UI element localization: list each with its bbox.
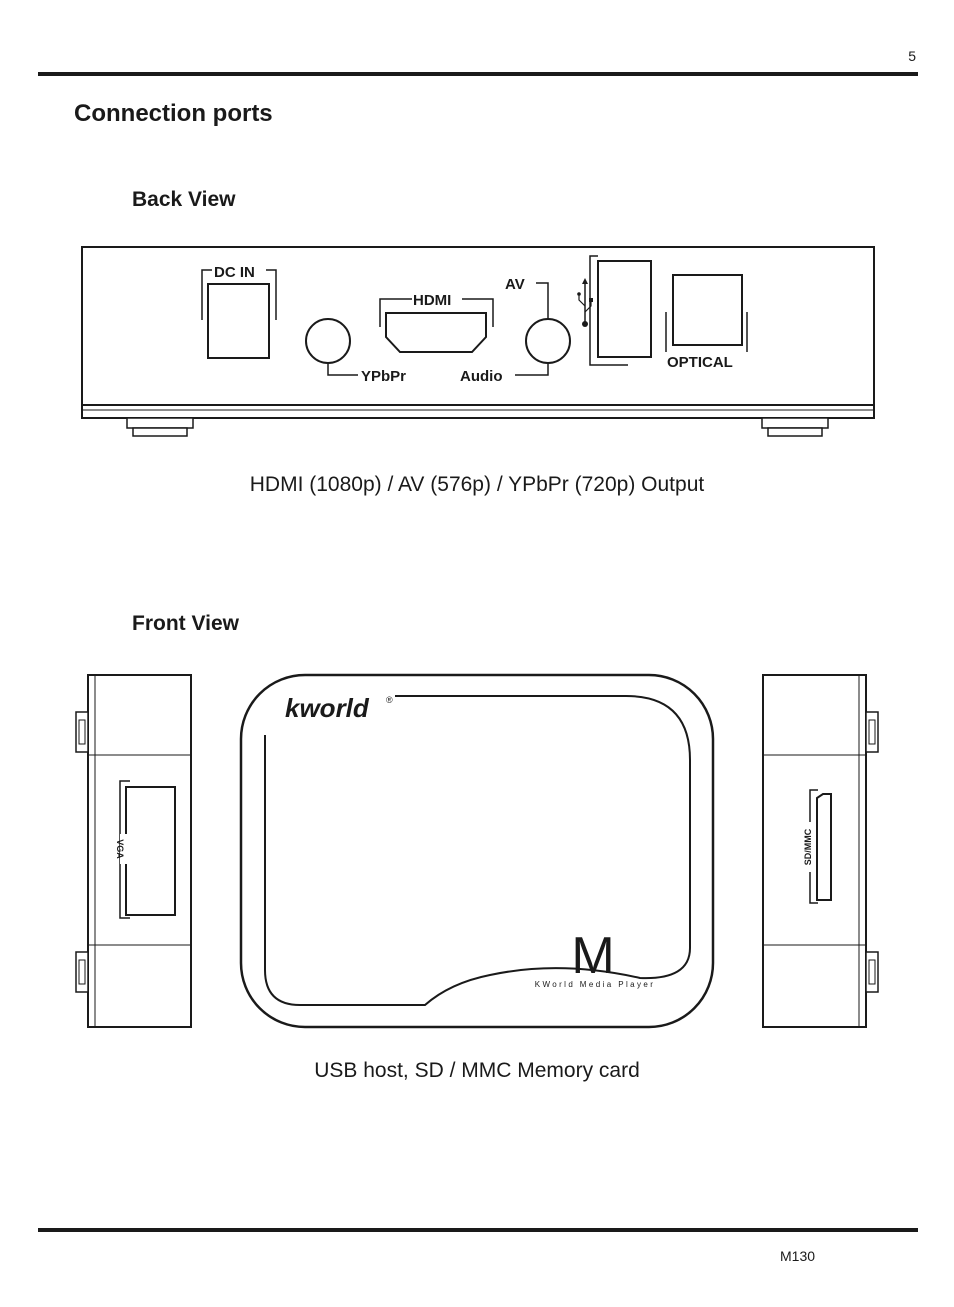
device-front-face: kworld ® M KWorld Media Player <box>239 673 715 1029</box>
front-view-caption: USB host, SD / MMC Memory card <box>314 1059 640 1082</box>
ypbpr-label: YPbPr <box>361 368 406 385</box>
registered-mark: ® <box>386 695 393 705</box>
ypbpr-port <box>305 318 351 364</box>
sd-mmc-slot <box>816 793 832 901</box>
dc-in-port <box>207 283 270 359</box>
usb-port <box>597 260 652 358</box>
back-view-caption: HDMI (1080p) / AV (576p) / YPbPr (720p) … <box>249 473 705 496</box>
model-number: M130 <box>780 1248 816 1264</box>
left-side-panel: VGA <box>75 674 192 1028</box>
vga-label: VGA <box>115 839 125 859</box>
back-view-heading: Back View <box>132 188 236 211</box>
right-side-panel: SD/MMC <box>762 674 879 1028</box>
page-number: 5 <box>908 48 916 64</box>
hdmi-label: HDMI <box>413 292 451 309</box>
product-line: KWorld Media Player <box>535 980 656 989</box>
usb-icon <box>577 278 593 327</box>
av-port <box>525 318 571 364</box>
audio-label: Audio <box>460 368 503 385</box>
hdmi-port <box>385 312 487 353</box>
device-base <box>81 404 875 419</box>
optical-label: OPTICAL <box>667 354 733 371</box>
kworld-logo: kworld <box>285 693 370 723</box>
header-rule <box>38 72 918 76</box>
right-foot <box>761 417 829 429</box>
section-title: Connection ports <box>74 100 273 127</box>
back-view-diagram: DC IN YPbPr HDMI AV Audio OPTICAL <box>81 246 875 437</box>
front-view-heading: Front View <box>132 612 239 635</box>
optical-port <box>672 274 743 346</box>
dc-in-label: DC IN <box>214 264 255 281</box>
vga-port <box>125 786 176 916</box>
footer-rule <box>38 1228 918 1232</box>
front-view-diagram: VGA kworld ® M KWorld Media Player SD/MM… <box>75 673 879 1029</box>
product-letter: M <box>571 927 614 985</box>
sd-mmc-label: SD/MMC <box>803 828 813 865</box>
left-foot <box>126 417 194 429</box>
av-label: AV <box>505 276 525 293</box>
